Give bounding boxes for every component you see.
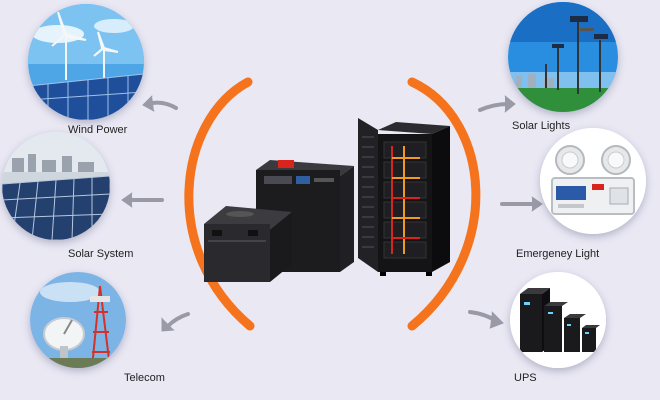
- application-label: UPS: [514, 372, 537, 384]
- arrow-to-ups: [468, 310, 504, 329]
- solar-panel-icon: [2, 132, 110, 240]
- ups-icon: [510, 272, 606, 368]
- application-solar-lights: Solar Lights: [508, 2, 638, 132]
- application-telecom: Telecom: [30, 272, 165, 384]
- telecom-tower-icon: [30, 272, 126, 368]
- application-label: Solar Lights: [512, 120, 571, 132]
- wind-turbine-icon: [28, 4, 144, 120]
- left-orange-arc: [184, 77, 255, 331]
- application-wind-power: Wind Power: [28, 4, 158, 136]
- front-battery: [204, 206, 292, 282]
- application-label: Solar System: [68, 248, 134, 260]
- application-label: Wind Power: [68, 124, 128, 136]
- application-emergency-light: Emergeney Light: [516, 128, 660, 260]
- application-solar-system: Solar System: [2, 132, 133, 260]
- arrow-to-solar-system: [121, 192, 164, 208]
- right-orange-arc: [407, 77, 481, 331]
- arrow-to-emergency-light: [500, 196, 543, 212]
- arrow-to-wind: [142, 95, 178, 112]
- solar-street-light-icon: [508, 2, 618, 112]
- emergency-light-icon: [540, 128, 646, 234]
- battery-cabinet: [358, 118, 450, 276]
- application-label: Emergeney Light: [516, 248, 600, 260]
- arrow-to-telecom: [161, 312, 190, 332]
- application-label: Telecom: [124, 372, 165, 384]
- arrow-to-solar-lights: [478, 95, 516, 113]
- application-ups: UPS: [510, 272, 640, 384]
